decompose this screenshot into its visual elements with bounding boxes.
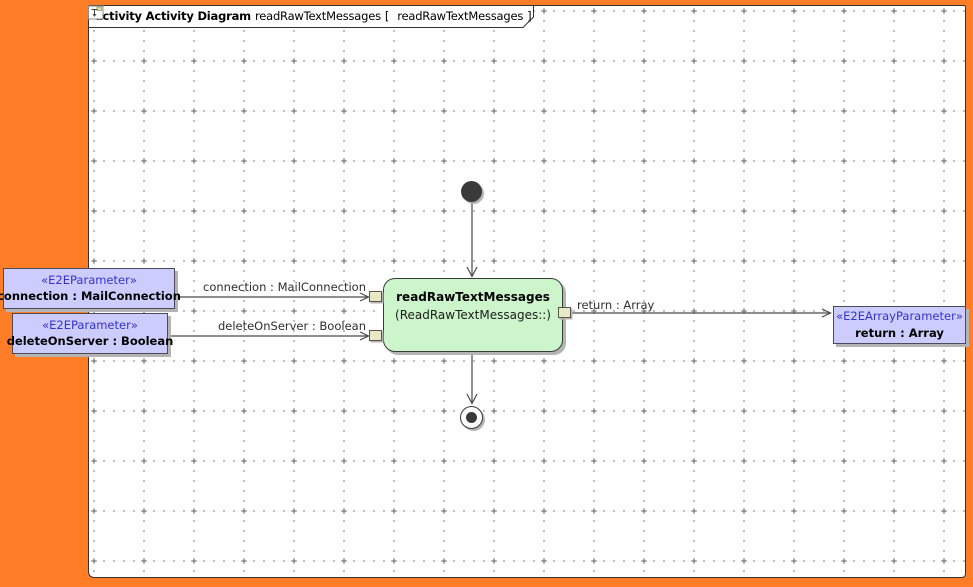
activity-final-node[interactable]	[460, 406, 483, 429]
activity-node-readrawtextmessages[interactable]: readRawTextMessages (ReadRawTextMessages…	[383, 278, 563, 352]
activity-qualifier: (ReadRawTextMessages::)	[395, 308, 551, 322]
initial-node[interactable]	[461, 181, 482, 202]
frame-tab-title: activity Activity Diagram readRawTextMes…	[88, 5, 534, 27]
output-pin-return[interactable]	[558, 307, 571, 318]
diagram-context-label: readRawTextMessages	[397, 8, 524, 23]
input-pin-deleteonserver[interactable]	[369, 330, 382, 341]
edge-label-return[interactable]: return : Array	[577, 298, 655, 312]
object-flow-return[interactable]	[571, 308, 832, 318]
parameter-name: connection : MailConnection	[0, 289, 181, 304]
parameter-name: deleteOnServer : Boolean	[6, 334, 174, 349]
control-flow-activity-to-final[interactable]	[466, 353, 478, 405]
final-node-dot	[466, 412, 477, 423]
parameter-name: return : Array	[855, 325, 944, 340]
object-flow-deleteonserver[interactable]	[168, 331, 370, 341]
bracket-open: [	[384, 8, 390, 23]
parameter-node-deleteonserver[interactable]: «E2EParameter» deleteOnServer : Boolean	[7, 313, 173, 354]
diagram-frame-tab[interactable]: activity Activity Diagram readRawTextMes…	[88, 5, 534, 28]
object-flow-connection[interactable]	[175, 292, 370, 302]
input-pin-connection[interactable]	[369, 291, 382, 302]
edge-label-connection[interactable]: connection : MailConnection	[203, 280, 366, 294]
diagram-kind-label: activity Activity Diagram	[95, 8, 251, 23]
bracket-close: ]	[527, 8, 532, 23]
diagram-name-label: readRawTextMessages	[254, 8, 381, 23]
activity-name: readRawTextMessages	[396, 290, 550, 304]
parameter-stereotype: «E2EParameter»	[41, 272, 137, 287]
control-flow-initial-to-activity[interactable]	[466, 202, 478, 278]
parameter-stereotype: «E2EArrayParameter»	[836, 309, 963, 324]
edge-label-deleteonserver[interactable]: deleteOnServer : Boolean	[217, 319, 366, 333]
parameter-node-return[interactable]: «E2EArrayParameter» return : Array	[833, 306, 966, 344]
parameter-stereotype: «E2EParameter»	[42, 317, 138, 332]
parameter-node-connection[interactable]: «E2EParameter» connection : MailConnecti…	[0, 268, 181, 309]
